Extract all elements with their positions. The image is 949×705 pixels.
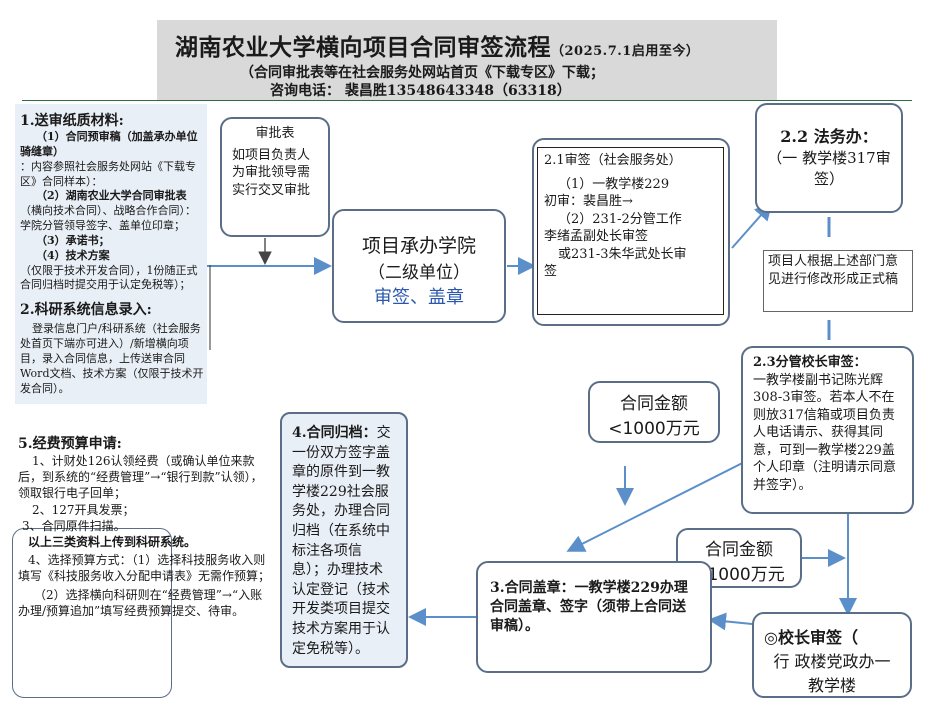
- amount-large-label: 合同金额: [705, 540, 773, 560]
- social-service-title: 2.1审签（社会服务处）: [544, 153, 682, 168]
- header-divider: [22, 100, 912, 101]
- seal-text: 3.合同盖章：一教学楼229办理合同盖章、签字（须带上合同送审稿）。: [490, 579, 698, 636]
- budget-step-2: 2、127开具发票；: [32, 502, 135, 517]
- material-item-1: （1）合同预审稿（加盖承办单位骑缝章）: [20, 130, 198, 158]
- approval-form-body: 如项目负责人为审批领导需实行交叉审批: [232, 147, 311, 198]
- college-box: 项目承办学院 （二级单位） 审签、盖章: [332, 209, 506, 323]
- material-item-4: （4）技术方案: [36, 248, 110, 262]
- social-service-inner: 2.1审签（社会服务处） （1）一教学楼229 初审：裴昌胜→ （2）231-2…: [537, 147, 724, 315]
- budget-section: 5.经费预算申请: 1、计财处126认领经费（或确认单位来款后，到系统的“经费管…: [18, 433, 270, 619]
- materials-title: 1.送审纸质材料:: [20, 113, 124, 129]
- budget-upload-note: 以上三类资料上传到科研系统。: [28, 534, 197, 549]
- title-banner: [157, 20, 777, 100]
- approval-form-title: 审批表: [255, 126, 295, 141]
- budget-step-4: 4、选择预算方式：（1）选择科技服务收入则填写《科技服务收入分配申请表》无需作预…: [18, 553, 271, 584]
- social-service-l3: （2）231-2分管工作: [558, 211, 682, 227]
- budget-outline: [12, 528, 172, 698]
- social-service-l2: 初审：裴昌胜→: [544, 194, 633, 210]
- legal-office-title: 2.2 法务办：: [780, 127, 878, 146]
- vp-approval-box: 2.3分管校长审签： 一教学楼副书记陈光辉308-3审签。若本人不在则放317信…: [741, 346, 914, 514]
- social-service-box: [532, 138, 730, 326]
- approval-form-box: 审批表 如项目负责人为审批领导需实行交叉审批: [220, 117, 330, 237]
- college-level: （二级单位）: [368, 263, 470, 283]
- materials-section: 1.送审纸质材料: （1）合同预审稿（加盖承办单位骑缝章） ：内容参照社会服务处…: [20, 110, 206, 397]
- amount-small-value: <1000万元: [608, 419, 700, 439]
- legal-office-box: 2.2 法务办： （一 教学楼317审签）: [755, 103, 903, 213]
- system-entry-body: 登录信息门户/科研系统（社会服务处首页下端亦可进入）/新增横向项目，录入合同信息…: [20, 322, 204, 395]
- system-entry-title: 2.科研系统信息录入:: [20, 302, 152, 319]
- budget-title: 5.经费预算申请:: [18, 436, 122, 452]
- amount-large-value: ≥1000万元: [693, 565, 785, 585]
- archive-title: 4.合同归档：: [292, 425, 377, 441]
- material-item-1-detail: ：内容参照社会服务处网站《下载专区》合同样本）：: [20, 159, 196, 188]
- budget-step-3: 3、合同原件扫描。: [22, 518, 126, 533]
- college-name: 项目承办学院: [361, 235, 476, 257]
- arrow-president-to-seal: [708, 612, 753, 631]
- revise-note-text: 项目人根据上述部门意见进行修改形成正式稿: [768, 254, 899, 287]
- budget-step-1: 1、计财处126认领经费（或确认单位来款后，到系统的“经费管理”→“银行到款”认…: [18, 454, 263, 501]
- budget-step-4-option-2: （2）选择横向科研则在“经费管理”→“入账办理/预算追加”填写经费预算提交、待审…: [18, 587, 263, 618]
- vp-approval-title: 2.3分管校长审签：: [753, 355, 867, 370]
- left-materials-panel: [15, 104, 207, 404]
- contact-line: 咨询电话： 裴昌胜13548643348（63318）: [270, 83, 571, 99]
- president-approval-body: 行 政楼党政办一 教学楼: [773, 652, 891, 695]
- president-approval-box: ◎校长审签（ 行 政楼党政办一 教学楼: [752, 612, 912, 698]
- vp-approval-body: 一教学楼副书记陈光辉308-3审签。若本人不在则放317信箱或项目负责人电话请示…: [753, 372, 897, 493]
- social-service-l4: 李绪孟副处长审签: [544, 229, 649, 245]
- seal-body: 一教学楼229办理合同盖章、签字（须带上合同送审稿）。: [490, 580, 688, 634]
- college-action: 审签、盖章: [374, 287, 464, 308]
- amount-small-box: 合同金额 <1000万元: [588, 381, 720, 443]
- page-title: 湖南农业大学横向项目合同审签流程（2025.7.1启用至今）: [175, 34, 700, 61]
- archive-box: 4.合同归档：交一份双方签字盖章的原件到一教学楼229社会服务处，办理合同归档（…: [280, 412, 408, 668]
- revise-note-box: 项目人根据上述部门意见进行修改形成正式稿: [763, 250, 913, 312]
- president-approval-title: ◎校长审签（: [764, 628, 858, 647]
- social-service-l6: 签: [544, 264, 558, 280]
- material-item-3: （3）承诺书；: [36, 233, 110, 247]
- archive-body: 交一份双方签字盖章的原件到一教学楼229社会服务处，办理合同归档（在系统中标注各…: [292, 425, 391, 657]
- material-item-2: （2）湖南农业大学合同审批表: [36, 189, 187, 203]
- seal-box: 3.合同盖章：一教学楼229办理合同盖章、签字（须带上合同送审稿）。: [476, 561, 712, 673]
- title-suffix: （2025.7.1启用至今）: [551, 44, 700, 59]
- seal-title: 3.合同盖章：: [490, 580, 575, 596]
- legal-office-body: （一 教学楼317审签）: [767, 149, 891, 188]
- subtitle: （合同审批表等在社会服务处网站首页《下载专区》下载；: [240, 65, 604, 81]
- material-item-4-detail: （仅限于技术开发合同），1份随正式合同归档时提交用于认定免税等）；: [20, 263, 198, 292]
- social-service-l1: （1）一教学楼229: [558, 176, 670, 192]
- material-item-2-detail: （横向技术合同）、战略合作合同）：学院分管领导签字、盖单位印章；: [20, 204, 196, 233]
- amount-small-label: 合同金额: [620, 394, 688, 414]
- social-service-l5: 或231-3朱华武处长审: [558, 246, 687, 262]
